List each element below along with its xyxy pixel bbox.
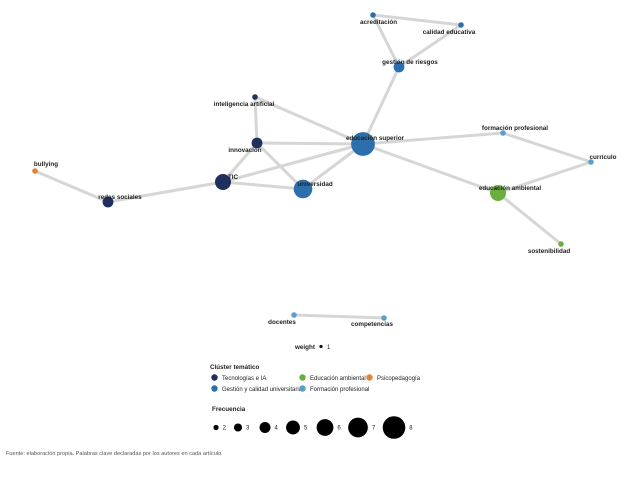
weight-legend-value: 1 [327,345,331,351]
node-label-calidad-educativa: calidad educativa [423,29,476,36]
cluster-legend-label-formacion-profesional: Formación profesional [310,387,369,393]
weight-legend: weight 1 [294,344,331,351]
edge-innovacion-tic [221,141,259,184]
node-redes-sociales [102,196,114,208]
weight-legend-title: weight [294,344,316,351]
label-layer: acreditación calidad educativa gestión de … [34,19,617,328]
frequency-legend-circle-7 [348,417,368,438]
edge-innovacion-educacion-superior [255,141,365,146]
node-label-docentes: docentes [268,319,296,326]
node-label-innovacion: innovación [228,147,261,154]
edge-universidad-educacion-superior [301,142,365,191]
node-label-formacion-profesional: formación profesional [482,125,548,132]
frequency-legend-title: Frecuencia [212,406,246,413]
edge-gestion-riesgos-educacion-superior [361,65,401,146]
edge-inteligencia-artificial-innovacion [253,95,259,145]
node-inteligencia-artificial [252,94,258,100]
node-label-sostenibilidad: sostenibilidad [528,248,570,255]
edge-calidad-educativa-gestion-riesgos [397,23,463,69]
cluster-legend-swatch-formacion-profesional [299,385,306,392]
node-curriculo [588,159,594,165]
node-label-educacion-ambiental: educación ambiental [479,185,542,192]
edge-redes-sociales-bullying [33,169,110,204]
node-label-acreditacion: acreditación [360,19,397,26]
node-competencias [381,315,387,321]
edge-educacion-ambiental-sostenibilidad [496,191,563,246]
cluster-legend-swatch-psicopedagogia [366,374,373,381]
edge-inteligencia-artificial-educacion-superior [253,95,365,146]
node-calidad-educativa [458,22,464,28]
node-gestion-riesgos [393,61,405,73]
edge-layer [33,13,593,320]
edge-formacion-profesional-curriculo [501,131,593,164]
edge-docentes-competencias [292,313,386,320]
frequency-legend-circle-2 [213,424,219,431]
frequency-legend-label-3: 3 [246,426,250,432]
frequency-legend-circle-3 [233,423,243,432]
node-docentes [291,312,297,318]
weight-legend-symbol [319,344,323,349]
edge-educacion-superior-formacion-profesional [361,131,505,146]
frequency-legend-label-2: 2 [223,426,227,432]
node-label-competencias: competencias [351,321,393,328]
node-bullying [32,168,38,174]
node-innovacion [251,137,263,149]
edge-tic-universidad [221,180,305,191]
frequency-legend-label-8: 8 [409,426,413,432]
node-acreditacion [370,12,376,18]
node-layer [32,12,594,321]
cluster-legend-swatch-educacion-ambiental [299,374,306,381]
node-educacion-superior [351,132,375,156]
node-label-gestion-riesgos: gestión de riesgos [382,59,438,66]
frequency-legend-label-6: 6 [337,426,341,432]
node-educacion-ambiental [490,185,506,201]
frequency-legend-circle-4 [259,422,271,433]
cluster-legend-label-educacion-ambiental: Educación ambiental [310,376,366,382]
cluster-legend-label-tecnologias-ia: Tecnologías e IA [222,376,266,382]
node-label-educacion-superior: educación superior [346,135,405,142]
edge-educacion-superior-educacion-ambiental [361,142,500,195]
node-universidad [293,179,313,199]
node-label-universidad: universidad [297,181,332,188]
edge-tic-redes-sociales [106,180,225,204]
node-label-curriculo: currículo [590,154,617,161]
frequency-legend-label-5: 5 [304,426,308,432]
node-label-tic: TIC [228,174,239,181]
node-sostenibilidad [558,241,564,247]
node-tic [215,174,231,190]
edge-tic-educacion-superior [221,142,365,184]
frequency-legend-circle-8 [382,416,406,439]
node-formacion-profesional [500,130,506,136]
node-label-redes-sociales: redes sociales [98,194,142,201]
cluster-legend-swatch-tecnologias-ia [211,374,218,381]
frequency-legend-circle-5 [286,420,300,435]
cluster-legend-label-psicopedagogia: Psicopedagogía [377,376,421,382]
edge-curriculo-educacion-ambiental [496,160,593,195]
cluster-legend-swatch-gestion-calidad [211,385,218,392]
node-label-inteligencia-artificial: inteligencia artificial [214,101,275,108]
cluster-legend-label-gestion-calidad: Gestión y calidad universitaria [222,387,303,393]
node-label-bullying: bullying [34,161,58,168]
frequency-legend: Frecuencia 2 3 4 5 6 7 8 [212,406,413,439]
edge-acreditacion-calidad-educativa [371,13,463,27]
cluster-legend: Clúster temático Tecnologías e IA Gestió… [210,364,421,393]
frequency-legend-label-4: 4 [275,426,279,432]
figure-caption: Fuente: elaboración propia. Palabras cla… [6,451,223,457]
cluster-legend-title: Clúster temático [210,364,259,371]
edge-acreditacion-gestion-riesgos [371,13,401,69]
frequency-legend-label-7: 7 [372,426,376,432]
frequency-legend-circle-6 [316,419,334,436]
